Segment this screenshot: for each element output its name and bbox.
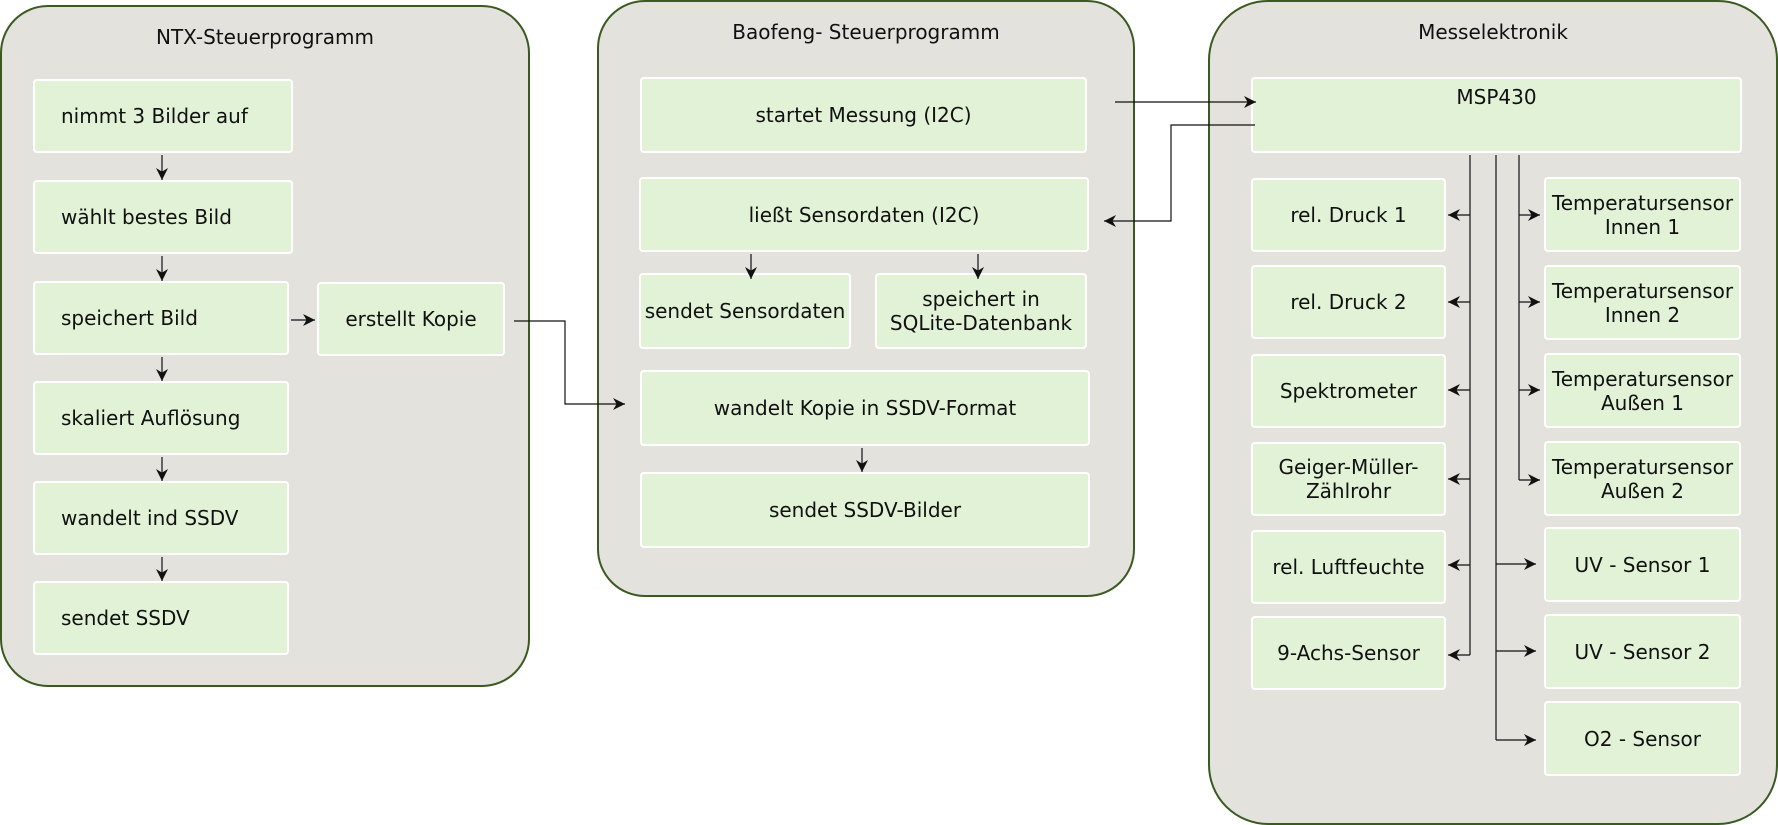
- baofeng-convert-copy-ssdv: wandelt Kopie in SSDV-Format: [640, 370, 1090, 446]
- baofeng-store-sqlite: speichert in SQLite-Datenbank: [875, 273, 1087, 349]
- sensor-temp-aussen-2: Temperatursensor Außen 2: [1544, 441, 1741, 516]
- ntx-step-label: sendet SSDV: [61, 606, 190, 630]
- baofeng-label: wandelt Kopie in SSDV-Format: [713, 396, 1017, 420]
- sensor-spektrometer: Spektrometer: [1251, 354, 1446, 428]
- ntx-step-create-copy: erstellt Kopie: [317, 282, 505, 356]
- ntx-step-label: wählt bestes Bild: [61, 205, 232, 229]
- group-title-messelektronik: Messelektronik: [1418, 20, 1568, 44]
- ntx-step-scale-resolution: skaliert Auflösung: [33, 381, 289, 455]
- ntx-copy-label: erstellt Kopie: [345, 307, 477, 331]
- sensor-label: rel. Druck 1: [1290, 203, 1407, 227]
- baofeng-read-sensor-data: ließt Sensordaten (I2C): [639, 177, 1089, 252]
- baofeng-start-measurement: startet Messung (I2C): [640, 77, 1087, 153]
- baofeng-label: sendet Sensordaten: [644, 299, 846, 323]
- ntx-step-send-ssdv: sendet SSDV: [33, 581, 289, 655]
- sensor-9-achs: 9-Achs-Sensor: [1251, 616, 1446, 690]
- sensor-label: UV - Sensor 2: [1574, 639, 1711, 664]
- ntx-step-take-pictures: nimmt 3 Bilder auf: [33, 79, 293, 153]
- sensor-uv-2: UV - Sensor 2: [1544, 614, 1741, 689]
- ntx-step-label: nimmt 3 Bilder auf: [61, 104, 248, 128]
- baofeng-label: startet Messung (I2C): [755, 103, 972, 127]
- sensor-label: Spektrometer: [1279, 379, 1418, 403]
- sensor-label: Temperatursensor Innen 1: [1551, 190, 1734, 239]
- sensor-rel-luftfeuchte: rel. Luftfeuchte: [1251, 530, 1446, 604]
- sensor-geiger-mueller: Geiger-Müller- Zählrohr: [1251, 442, 1446, 516]
- group-title-baofeng: Baofeng- Steuerprogramm: [732, 20, 1000, 44]
- sensor-label: Temperatursensor Innen 2: [1551, 278, 1734, 327]
- sensor-rel-druck-2: rel. Druck 2: [1251, 265, 1446, 339]
- sensor-label: Geiger-Müller- Zählrohr: [1278, 455, 1419, 503]
- group-title-ntx: NTX-Steuerprogramm: [156, 25, 374, 49]
- baofeng-label: speichert in SQLite-Datenbank: [889, 287, 1073, 335]
- mcu-label: MSP430: [1456, 85, 1537, 109]
- sensor-label: Temperatursensor Außen 2: [1551, 454, 1734, 503]
- baofeng-send-sensor-data: sendet Sensordaten: [639, 273, 851, 349]
- sensor-temp-innen-2: Temperatursensor Innen 2: [1544, 265, 1741, 340]
- ntx-step-label: wandelt ind SSDV: [61, 506, 239, 530]
- arrow-copy-to-convert: [514, 320, 625, 410]
- baofeng-send-ssdv-images: sendet SSDV-Bilder: [640, 472, 1090, 548]
- sensor-label: rel. Luftfeuchte: [1272, 555, 1425, 579]
- ntx-step-convert-ssdv: wandelt ind SSDV: [33, 481, 289, 555]
- ntx-step-save-image: speichert Bild: [33, 281, 289, 355]
- sensor-label: UV - Sensor 1: [1574, 552, 1711, 577]
- sensor-label: rel. Druck 2: [1290, 290, 1407, 314]
- baofeng-label: ließt Sensordaten (I2C): [748, 202, 980, 227]
- sensor-rel-druck-1: rel. Druck 1: [1251, 178, 1446, 252]
- sensor-o2: O2 - Sensor: [1544, 701, 1741, 776]
- sensor-label: Temperatursensor Außen 1: [1551, 366, 1734, 415]
- sensor-temp-innen-1: Temperatursensor Innen 1: [1544, 177, 1741, 252]
- sensor-uv-1: UV - Sensor 1: [1544, 527, 1741, 602]
- baofeng-label: sendet SSDV-Bilder: [768, 498, 962, 522]
- ntx-step-label: skaliert Auflösung: [61, 406, 241, 430]
- sensor-temp-aussen-1: Temperatursensor Außen 1: [1544, 353, 1741, 428]
- sensor-label: O2 - Sensor: [1584, 726, 1701, 751]
- ntx-step-label: speichert Bild: [61, 306, 198, 330]
- sensor-label: 9-Achs-Sensor: [1277, 641, 1420, 665]
- arrow-mcu-to-read: [1104, 124, 1255, 227]
- mess-mcu-msp430: MSP430: [1251, 77, 1742, 153]
- ntx-step-select-best: wählt bestes Bild: [33, 180, 293, 254]
